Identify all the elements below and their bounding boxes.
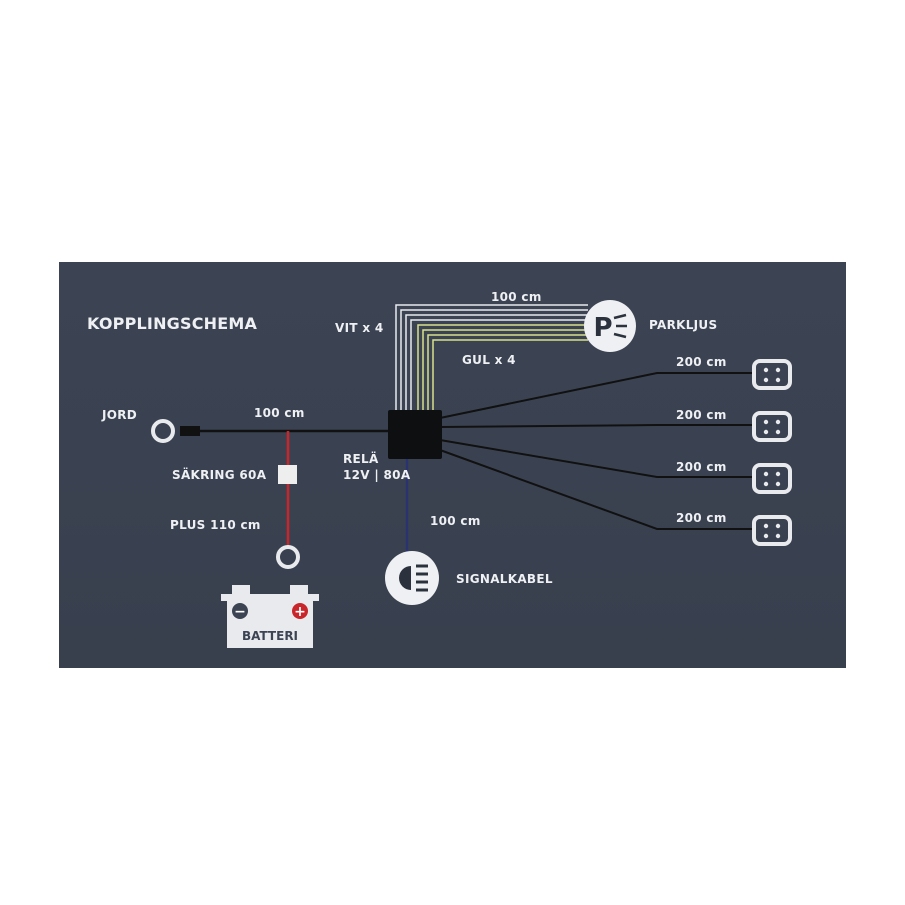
- fuse-60a: [278, 465, 297, 484]
- relay-label: RELÄ: [343, 452, 379, 466]
- connector-4: [752, 515, 792, 546]
- white-wires-label: VIT x 4: [335, 321, 384, 335]
- ground-length-label: 100 cm: [254, 406, 305, 420]
- connector-1: [752, 359, 792, 390]
- parking-light-length-label: 100 cm: [491, 290, 542, 304]
- fuse-label: SÄKRING 60A: [172, 468, 267, 482]
- diagram-title: KOPPLINGSCHEMA: [87, 314, 258, 333]
- connector-wires: [439, 372, 752, 530]
- battery-label: BATTERI: [242, 629, 298, 643]
- plus-ring-terminal: [276, 545, 300, 569]
- battery-plus-sign: +: [294, 604, 306, 620]
- connector-2-length-label: 200 cm: [676, 408, 727, 422]
- connector-1-length-label: 200 cm: [676, 355, 727, 369]
- connector-3: [752, 463, 792, 494]
- battery-minus-sign: −: [234, 604, 246, 620]
- parking-light-label: PARKLJUS: [649, 318, 718, 332]
- relay-box: [388, 410, 442, 459]
- ground-ring-terminal: [151, 419, 175, 443]
- yellow-wires-label: GUL x 4: [462, 353, 516, 367]
- plus-label: PLUS 110 cm: [170, 518, 261, 532]
- connector-3-length-label: 200 cm: [676, 460, 727, 474]
- battery-icon: − + BATTERI: [221, 585, 319, 648]
- relay-spec-label: 12V | 80A: [343, 468, 411, 482]
- headlight-icon: [385, 551, 439, 605]
- parking-light-icon: P: [584, 300, 636, 352]
- ground-terminal-crimp: [180, 426, 200, 436]
- ground-label: JORD: [102, 408, 138, 422]
- white-wires: [395, 304, 588, 412]
- signal-cable-label: SIGNALKABEL: [456, 572, 553, 586]
- connector-4-length-label: 200 cm: [676, 511, 727, 525]
- connector-2: [752, 411, 792, 442]
- yellow-wires: [417, 324, 588, 412]
- signal-length-label: 100 cm: [430, 514, 481, 528]
- parking-light-icon-letter: P: [593, 313, 612, 343]
